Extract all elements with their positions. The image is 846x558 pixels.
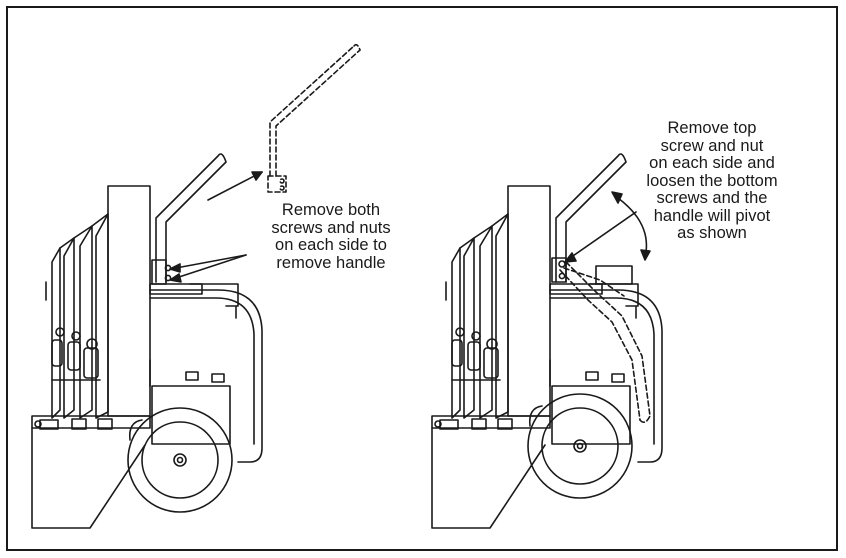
left-frame-tube <box>149 289 263 463</box>
left-side-plate <box>107 185 151 417</box>
left-arm <box>149 283 239 319</box>
removed-handle-ghost <box>267 43 361 193</box>
callout-line: loosen the bottom <box>646 171 778 190</box>
pivoted-handle-ghost <box>559 261 651 424</box>
left-reel-pins <box>51 327 101 381</box>
right-leader-arrow <box>564 211 637 263</box>
callout-line: as shown <box>677 224 747 242</box>
callout-line: screws and the <box>656 189 768 207</box>
left-wheel <box>127 407 233 513</box>
right-frame-tube <box>549 289 663 463</box>
callout-line: on each side and <box>649 154 775 172</box>
left-base <box>31 415 151 529</box>
right-side-plate <box>507 185 551 417</box>
right-wheel <box>527 393 633 499</box>
left-leader-arrows <box>169 254 247 283</box>
right-reel-discs <box>445 213 509 419</box>
right-base <box>431 415 551 529</box>
callout-line: handle will pivot <box>653 206 771 225</box>
pivot-arc-arrow <box>611 191 651 261</box>
left-handle <box>155 153 227 283</box>
callout-line: Remove top <box>667 119 757 137</box>
left-cart <box>31 43 361 529</box>
callout-line: screw and nut <box>660 136 764 155</box>
left-reel-discs <box>45 213 109 419</box>
callout-line: remove handle <box>276 253 386 272</box>
right-reel-pins <box>451 327 501 381</box>
left-callout-text: Remove both screws and nuts on each side… <box>246 201 416 272</box>
callout-line: on each side to <box>275 236 387 254</box>
left-removal-arrow <box>207 171 263 201</box>
right-arm <box>549 265 639 319</box>
right-callout-text: Remove top screw and nut on each side an… <box>620 119 804 243</box>
figure-frame <box>6 6 838 551</box>
callout-line: Remove both <box>281 201 381 219</box>
right-handle-bracket <box>551 257 567 283</box>
right-cart <box>431 153 663 529</box>
callout-line: screws and nuts <box>271 218 391 237</box>
left-handle-bracket <box>151 259 172 285</box>
